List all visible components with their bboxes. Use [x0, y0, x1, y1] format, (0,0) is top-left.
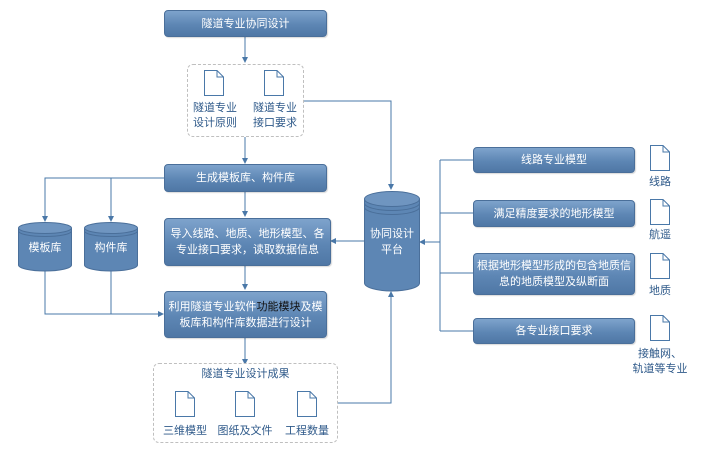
import-data-box: 导入线路、地质、地形模型、各 专业接口要求，读取数据信息: [164, 218, 331, 266]
component-library-label: 构件库: [94, 241, 128, 254]
model-box-route: 线路专业模型: [473, 147, 635, 173]
input-label-design-principles: 隧道专业 设计原则: [193, 101, 237, 129]
document-icon: [650, 253, 670, 279]
input-label-interface-requirements: 隧道专业 接口要求: [253, 101, 297, 129]
source-geology: 地质: [649, 284, 671, 297]
title-text: 隧道专业协同设计: [201, 16, 290, 30]
model-box-geology: 根据地形模型形成的包含地质信 息的地质模型及纵断面: [473, 253, 635, 295]
document-icon: [264, 70, 284, 96]
document-icon: [650, 145, 670, 171]
model-box-interfaces: 各专业接口要求: [473, 318, 635, 344]
document-icon: [204, 70, 224, 96]
generate-libraries-box: 生成模板库、构件库: [164, 164, 327, 192]
arrow-results-to-platform: [338, 291, 394, 404]
arrow-inputs-to-platform: [304, 100, 394, 190]
highlight-function-module: 功能模块: [256, 299, 301, 313]
document-icon: [235, 391, 255, 417]
document-icon: [650, 315, 670, 341]
component-library-cylinder: [84, 222, 138, 272]
source-route: 线路: [649, 175, 671, 188]
platform-cylinder: [364, 191, 420, 292]
document-icon: [297, 391, 317, 417]
title-box: 隧道专业协同设计: [164, 10, 327, 37]
document-icon: [650, 199, 670, 225]
source-aerial-survey: 航遥: [649, 228, 671, 241]
template-library-cylinder: [18, 222, 72, 272]
arrow-libraries-to-design: [44, 271, 164, 317]
result-drawings: 图纸及文件: [217, 424, 273, 437]
result-3d-model: 三维模型: [163, 424, 207, 437]
design-box: 利用隧道专业软件功能模块及模 板库和构件库数据进行设计: [164, 291, 327, 338]
model-box-terrain: 满足精度要求的地形模型: [473, 200, 635, 227]
result-quantities: 工程数量: [285, 424, 329, 437]
source-other-disciplines: 接触网、 轨道等专业: [632, 347, 688, 375]
template-library-label: 模板库: [28, 241, 62, 254]
arrow-generate-to-template: [42, 177, 164, 222]
document-icon: [175, 391, 195, 417]
results-title: 隧道专业设计成果: [201, 367, 290, 380]
platform-label: 协同设计 平台: [370, 227, 414, 256]
